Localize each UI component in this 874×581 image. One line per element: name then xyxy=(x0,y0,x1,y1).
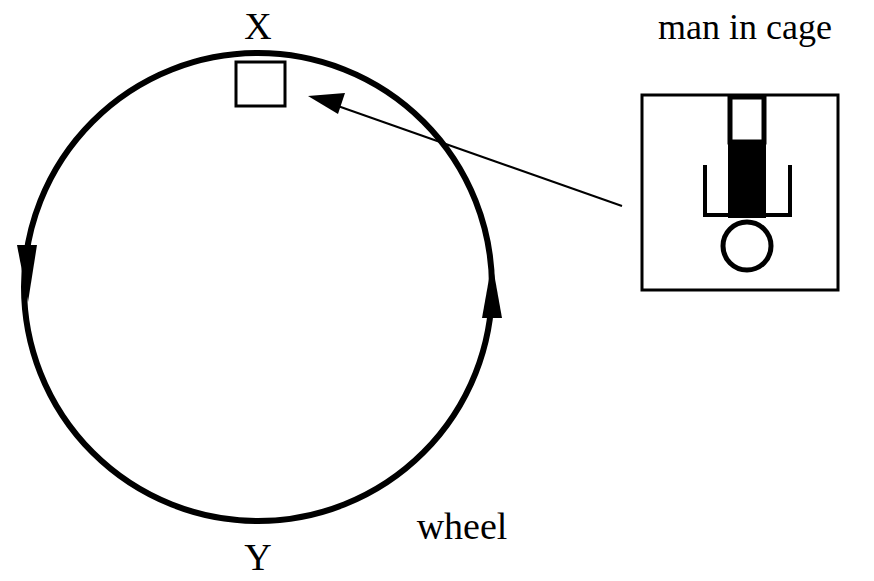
point-label: Y xyxy=(244,537,271,579)
man-head xyxy=(723,222,771,270)
inset-box xyxy=(642,95,838,290)
leader-line xyxy=(335,105,622,206)
wheel-rim xyxy=(24,53,492,521)
inset-heading: man in cage xyxy=(625,8,865,48)
man-legs xyxy=(730,97,764,142)
direction-arrowhead xyxy=(482,262,502,318)
man-body xyxy=(728,140,766,218)
seat xyxy=(705,165,790,215)
part-label: wheel xyxy=(417,506,508,548)
cage-square xyxy=(236,62,285,106)
direction-arrowhead xyxy=(17,245,37,302)
point-label: X xyxy=(244,6,271,48)
inset-panel: man in cage xyxy=(625,8,865,48)
leader-arrowhead xyxy=(308,93,345,114)
